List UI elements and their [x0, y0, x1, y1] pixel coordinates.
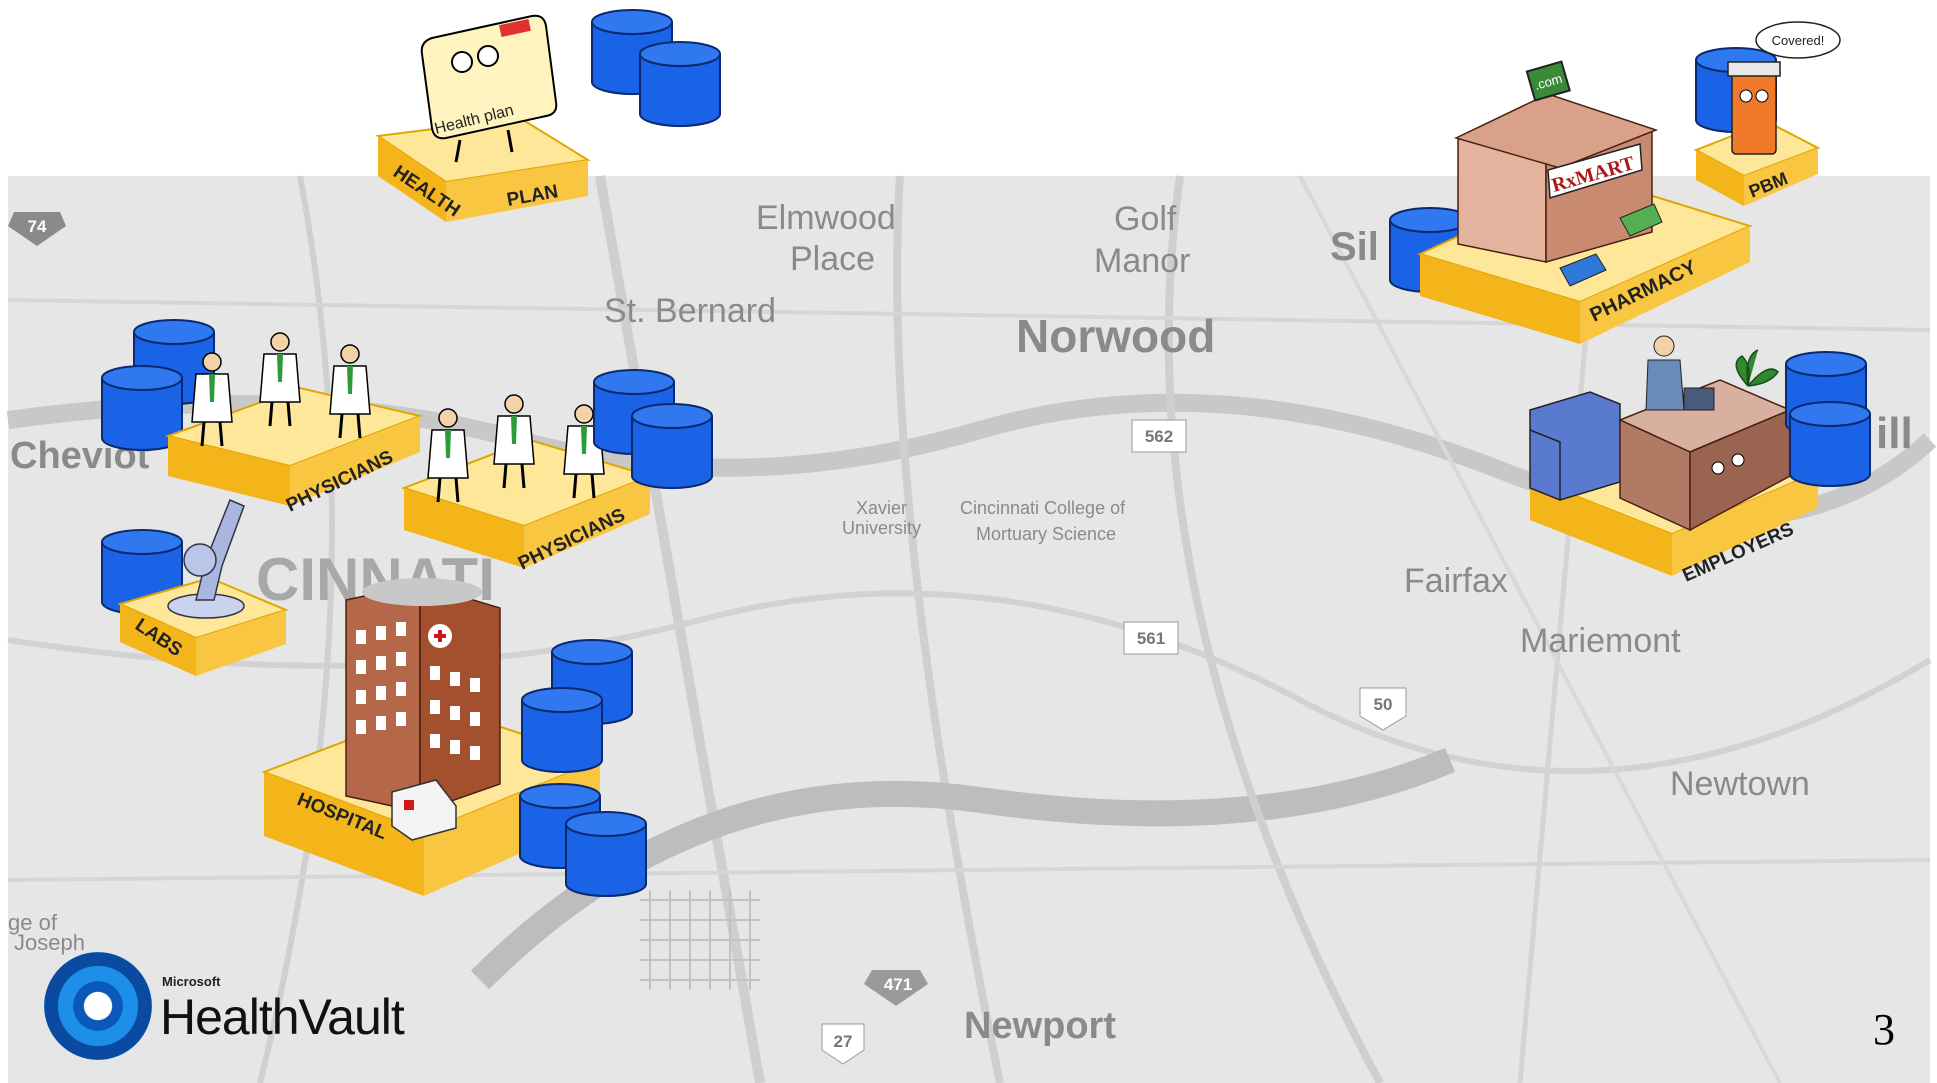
map-label-st-bernard: St. Bernard: [604, 292, 776, 330]
map-label-ge-of: ge of: [8, 910, 58, 935]
health-plan-database-icon-2: [639, 41, 721, 127]
route-562-label: 562: [1145, 427, 1173, 446]
map-label-cincinnati-college: Cincinnati College of: [960, 498, 1126, 518]
logo-brand-text: Microsoft: [162, 974, 221, 989]
route-27-label: 27: [834, 1032, 853, 1051]
map-label-hill: ill: [1876, 409, 1913, 458]
hospital-database-icon-2: [521, 687, 603, 773]
healthvault-logo-icon: [44, 952, 152, 1060]
employers-database-icon-2: [1789, 401, 1871, 487]
file-cabinet-icon: [1529, 391, 1621, 501]
pharmacy-monitor-text: .com: [1533, 71, 1564, 93]
route-50-label: 50: [1374, 695, 1393, 714]
speech-bubble: Covered!: [1755, 21, 1841, 59]
hospital-group: HOSPITAL: [261, 578, 647, 897]
route-561-label: 561: [1137, 629, 1165, 648]
ambulance-icon: [391, 779, 457, 841]
employers-group: EMPLOYERS: [1527, 335, 1871, 587]
pharmacy-store-icon: .com RxMART: [1453, 60, 1663, 287]
map-label-newtown: Newtown: [1670, 765, 1810, 803]
logo-product-text: HealthVault: [160, 989, 405, 1045]
map-label-mortuary: Mortuary Science: [976, 524, 1116, 544]
pbm-bubble-text: Covered!: [1772, 33, 1825, 48]
hospital-building-icon: [345, 578, 501, 814]
map-label-fairfax: Fairfax: [1404, 562, 1508, 600]
health-plan-group: Health plan HEALTH PLAN: [375, 9, 721, 222]
plant-icon: [1735, 349, 1779, 387]
desk-icon: [1618, 379, 1792, 532]
route-471-label: 471: [884, 975, 912, 994]
slide-number: 3: [1873, 1005, 1895, 1054]
pill-bottle-icon: [1727, 61, 1781, 155]
map-label-mariemont: Mariemont: [1520, 622, 1681, 660]
labs-group: LABS: [101, 499, 289, 676]
map-label-manor: Manor: [1094, 242, 1190, 280]
map-label-xavier: Xavier: [856, 498, 907, 518]
map-label-joseph: Joseph: [14, 930, 85, 955]
map-label-place: Place: [790, 240, 875, 278]
pharmacy-group: .com RxMART PHARMACY: [1389, 47, 1777, 344]
healthvault-logo: Microsoft HealthVault: [44, 952, 405, 1062]
hospital-database-icon-4: [565, 811, 647, 897]
map-label-golf: Golf: [1114, 200, 1177, 238]
map-label-norwood: Norwood: [1016, 310, 1215, 362]
physicians-2-database-icon-2: [631, 403, 713, 489]
map-label-university: University: [842, 518, 921, 538]
map-label-silverton: Sil: [1330, 225, 1379, 269]
worker-icon: [1645, 335, 1685, 411]
map-label-elmwood: Elmwood: [756, 199, 896, 237]
microscope-icon: [167, 499, 245, 619]
route-74-label: 74: [28, 217, 47, 236]
map-label-newport: Newport: [964, 1005, 1116, 1047]
